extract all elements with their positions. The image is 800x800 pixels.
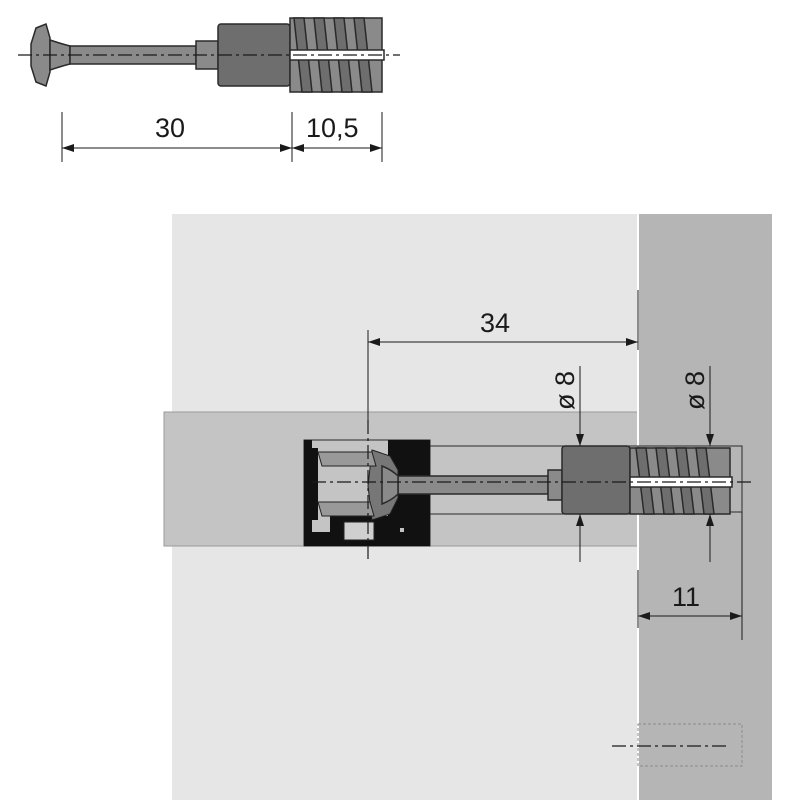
dim-label-dowel-diameter: ø 8 bbox=[680, 371, 710, 410]
standalone-connector: 30 10,5 bbox=[18, 17, 400, 162]
assembly-bolt-neck bbox=[381, 464, 399, 506]
assembly-dowel-thread bbox=[629, 447, 733, 515]
bolt-head bbox=[30, 22, 51, 88]
dim-label-cam-distance: 34 bbox=[480, 308, 510, 338]
dim-label-dowel-length: 10,5 bbox=[306, 113, 359, 143]
panel-assembly: 34 ø 8 ø 8 11 bbox=[163, 214, 772, 800]
assembly-bolt-collar bbox=[547, 469, 563, 501]
dowel-bore-lower bbox=[637, 723, 743, 767]
dim-label-bolt-diameter: ø 8 bbox=[550, 371, 580, 410]
dim-label-bolt-length: 30 bbox=[155, 113, 185, 143]
assembly-bolt-sleeve bbox=[561, 445, 631, 515]
assembly-bolt-shaft bbox=[397, 475, 549, 495]
dim-label-dowel-depth: 11 bbox=[672, 582, 700, 612]
